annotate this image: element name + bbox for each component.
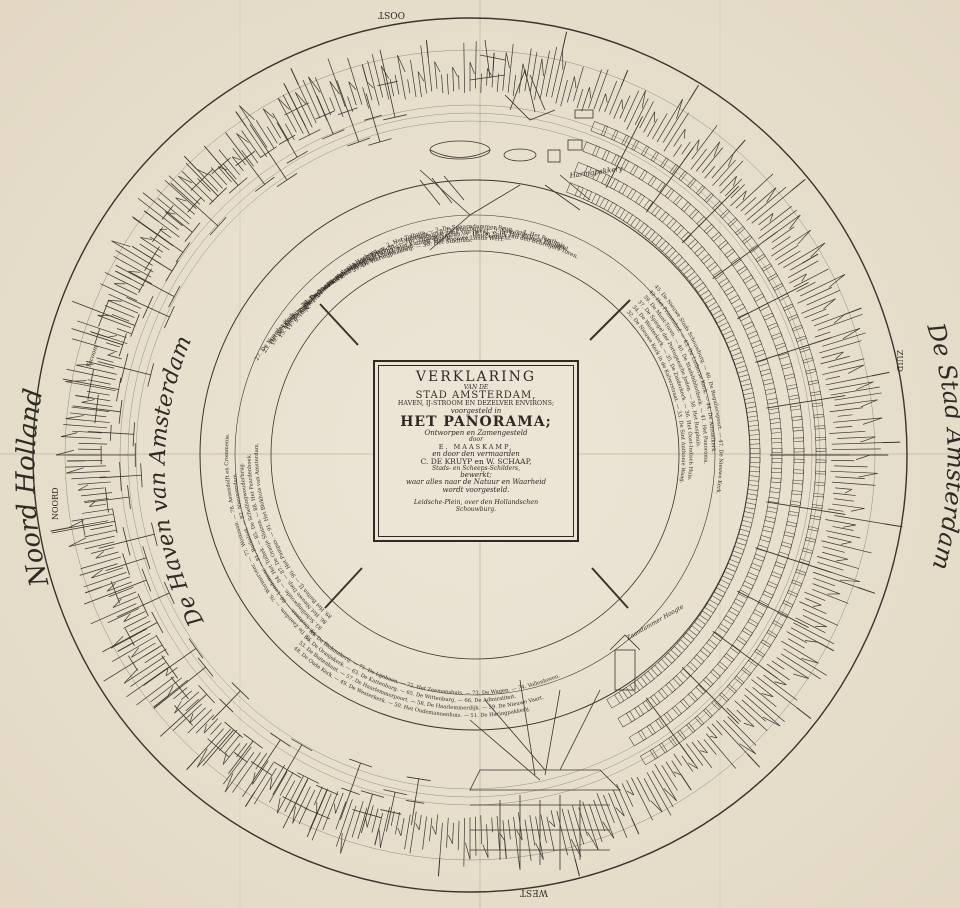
legend-mid-ring [234, 214, 716, 696]
cartouche-painters: C. DE KRUYP en W. SCHAAP, [420, 456, 532, 466]
cartouche-voorgesteld: voorgesteld in [450, 407, 502, 416]
compass-south: ZUID [895, 350, 904, 372]
legend-outer-ring [199, 179, 751, 731]
cartouche-nature-2: wordt voorgesteld. [442, 485, 510, 494]
legend-inner-ring [270, 250, 680, 660]
legend-divider-ne [589, 299, 631, 341]
compass-west: WEST [520, 887, 548, 897]
cartouche-van-de: VAN DE [463, 383, 489, 391]
cartouche-bewerkt: bewerkt; [460, 471, 492, 480]
cartouche-city: STAD AMSTERDAM, [415, 389, 537, 401]
cartouche-vermaarde: en door den vermaarden [432, 449, 520, 458]
cartouche-place-1: Leidsche-Plein, over den Hollandschen [413, 499, 539, 507]
cartouche-place-2: Schouwburg. [455, 505, 497, 513]
compass-east: OOST [378, 9, 405, 19]
cartouche-ontworpen: Ontworpen en Zamengesteld [424, 429, 528, 438]
cartouche: VERKLARING VAN DE STAD AMSTERDAM, HAVEN,… [373, 360, 579, 542]
cartouche-subtitle: HAVEN, IJ-STROOM EN DEZELVER ENVIRONS; [397, 400, 555, 408]
outer-ring [32, 17, 908, 893]
cartouche-door: door [469, 436, 483, 444]
compass-north: NOORD [51, 487, 60, 520]
cartouche-inner: VERKLARING VAN DE STAD AMSTERDAM, HAVEN,… [378, 365, 574, 537]
legend-divider-se [591, 567, 629, 609]
cartouche-title: VERKLARING [415, 369, 537, 385]
legend-divider-nw [319, 303, 359, 346]
cartouche-painters-role: Stads- en Scheeps-Schilders, [431, 464, 521, 472]
harbour-ships [51, 49, 431, 838]
cartouche-nature-1: waar alles naar de Natuur en Waarheid [405, 478, 547, 487]
cartouche-panorama: HET PANORAMA; [400, 414, 552, 431]
top-harbour [419, 39, 594, 251]
panorama-band [50, 31, 903, 877]
bottom-harbour [469, 634, 641, 870]
city-buildings [566, 116, 850, 766]
cartouche-author: E. MAASKAMP, [438, 442, 514, 451]
legend-divider-sw [324, 567, 363, 609]
